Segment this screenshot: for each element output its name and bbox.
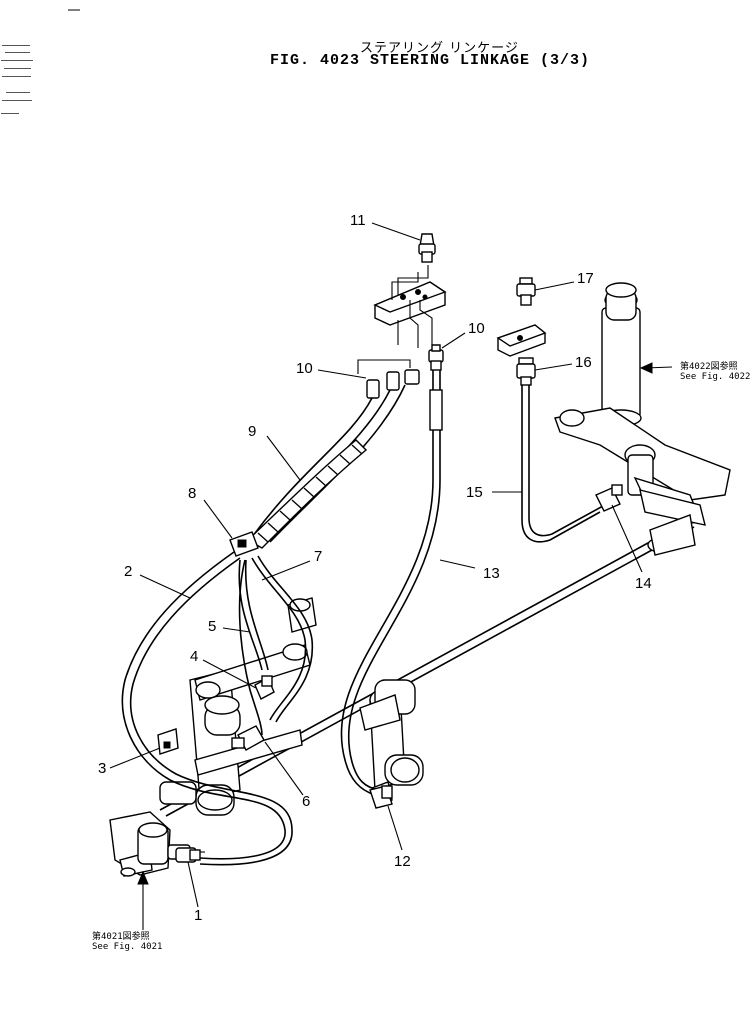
hose-bundle-9 [246, 384, 406, 549]
callout-13: 13 [483, 565, 500, 582]
callout-3: 3 [98, 760, 107, 777]
hose-5-7 [238, 555, 314, 736]
reference-4021-en: See Fig. 4021 [92, 942, 163, 952]
fitting-10-left-cluster [357, 359, 420, 399]
scan-noise [1, 9, 80, 114]
reference-4021-jp: 第4021図参照 [92, 932, 150, 942]
fitting-1 [175, 847, 201, 863]
fitting-12 [369, 785, 393, 809]
center-bracket [159, 597, 317, 816]
reference-4022-en: See Fig. 4022 [680, 372, 751, 382]
reference-4022-jp: 第4022図参照 [680, 362, 738, 372]
callout-9: 9 [248, 423, 257, 440]
callout-5: 5 [208, 618, 217, 635]
callout-8: 8 [188, 485, 197, 502]
fitting-6 [231, 725, 265, 751]
grease-block-upper [373, 265, 447, 348]
grease-fitting-11 [418, 233, 436, 263]
callout-6: 6 [302, 793, 311, 810]
fitting-10-right [428, 344, 444, 371]
left-lever-assembly [109, 811, 205, 877]
clamp-8 [229, 531, 259, 557]
hose-2 [121, 551, 293, 866]
hose-13 [340, 370, 443, 796]
cross-rod [159, 519, 695, 817]
steering-column [554, 282, 731, 556]
callout-15: 15 [466, 484, 483, 501]
callout-1: 1 [194, 907, 203, 924]
clamp-3 [157, 728, 179, 755]
leader-lines [109, 222, 673, 908]
title-japanese: ステアリング リンケージ [360, 41, 519, 56]
callout-11: 11 [350, 212, 366, 229]
reference-fig-4021: 第4021図参照 See Fig. 4021 [92, 932, 162, 952]
callout-14: 14 [635, 575, 652, 592]
grease-block-right [496, 324, 547, 357]
reference-arrows [137, 362, 653, 930]
hose-15 [521, 385, 604, 543]
callout-7: 7 [314, 548, 323, 565]
callout-4: 4 [190, 648, 199, 665]
right-mid-lever [359, 679, 424, 807]
callout-17: 17 [577, 270, 594, 287]
fitting-16 [516, 357, 536, 386]
callout-2: 2 [124, 563, 133, 580]
callout-10-left: 10 [296, 360, 313, 377]
callout-12: 12 [394, 853, 411, 870]
callout-10-right: 10 [468, 320, 485, 337]
grease-fitting-17 [516, 277, 536, 306]
fitting-4 [254, 675, 275, 700]
fitting-14 [595, 484, 623, 512]
callout-16: 16 [575, 354, 592, 371]
figure-title: FIG. 4023 STEERING LINKAGE (3/3) [270, 52, 591, 69]
reference-fig-4022: 第4022図参照 See Fig. 4022 [680, 362, 750, 382]
